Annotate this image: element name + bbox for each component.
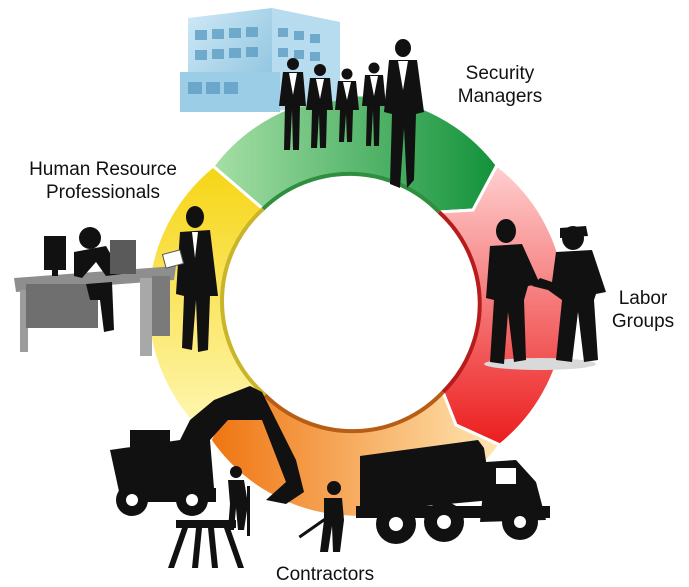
handshake-workers-icon [484,219,606,370]
ring-center [230,180,474,424]
cycle-ring [145,93,569,519]
label-line: Labor [618,288,668,309]
security-guards-icon [180,8,424,188]
label-line: Contractors [275,564,375,585]
inner-rim-orange [263,390,445,434]
label-line: Professionals [45,182,161,203]
label-line: Security [465,63,535,84]
inner-rim-green [261,171,441,214]
label-security-managers: Security Managers [430,62,570,108]
office-professionals-icon [14,206,218,356]
inner-rim-yellow [220,207,267,397]
office-building-icon [180,8,340,112]
construction-equipment-icon [110,386,550,568]
label-labor-groups: Labor Groups [600,287,686,333]
label-line: Groups [611,311,675,332]
label-contractors: Contractors [255,563,395,586]
desk-icon [14,266,176,356]
label-line: Human Resource [29,159,177,180]
inner-rim-red [437,210,482,394]
label-human-resource-professionals: Human Resource Professionals [8,158,198,204]
label-line: Managers [457,86,543,107]
